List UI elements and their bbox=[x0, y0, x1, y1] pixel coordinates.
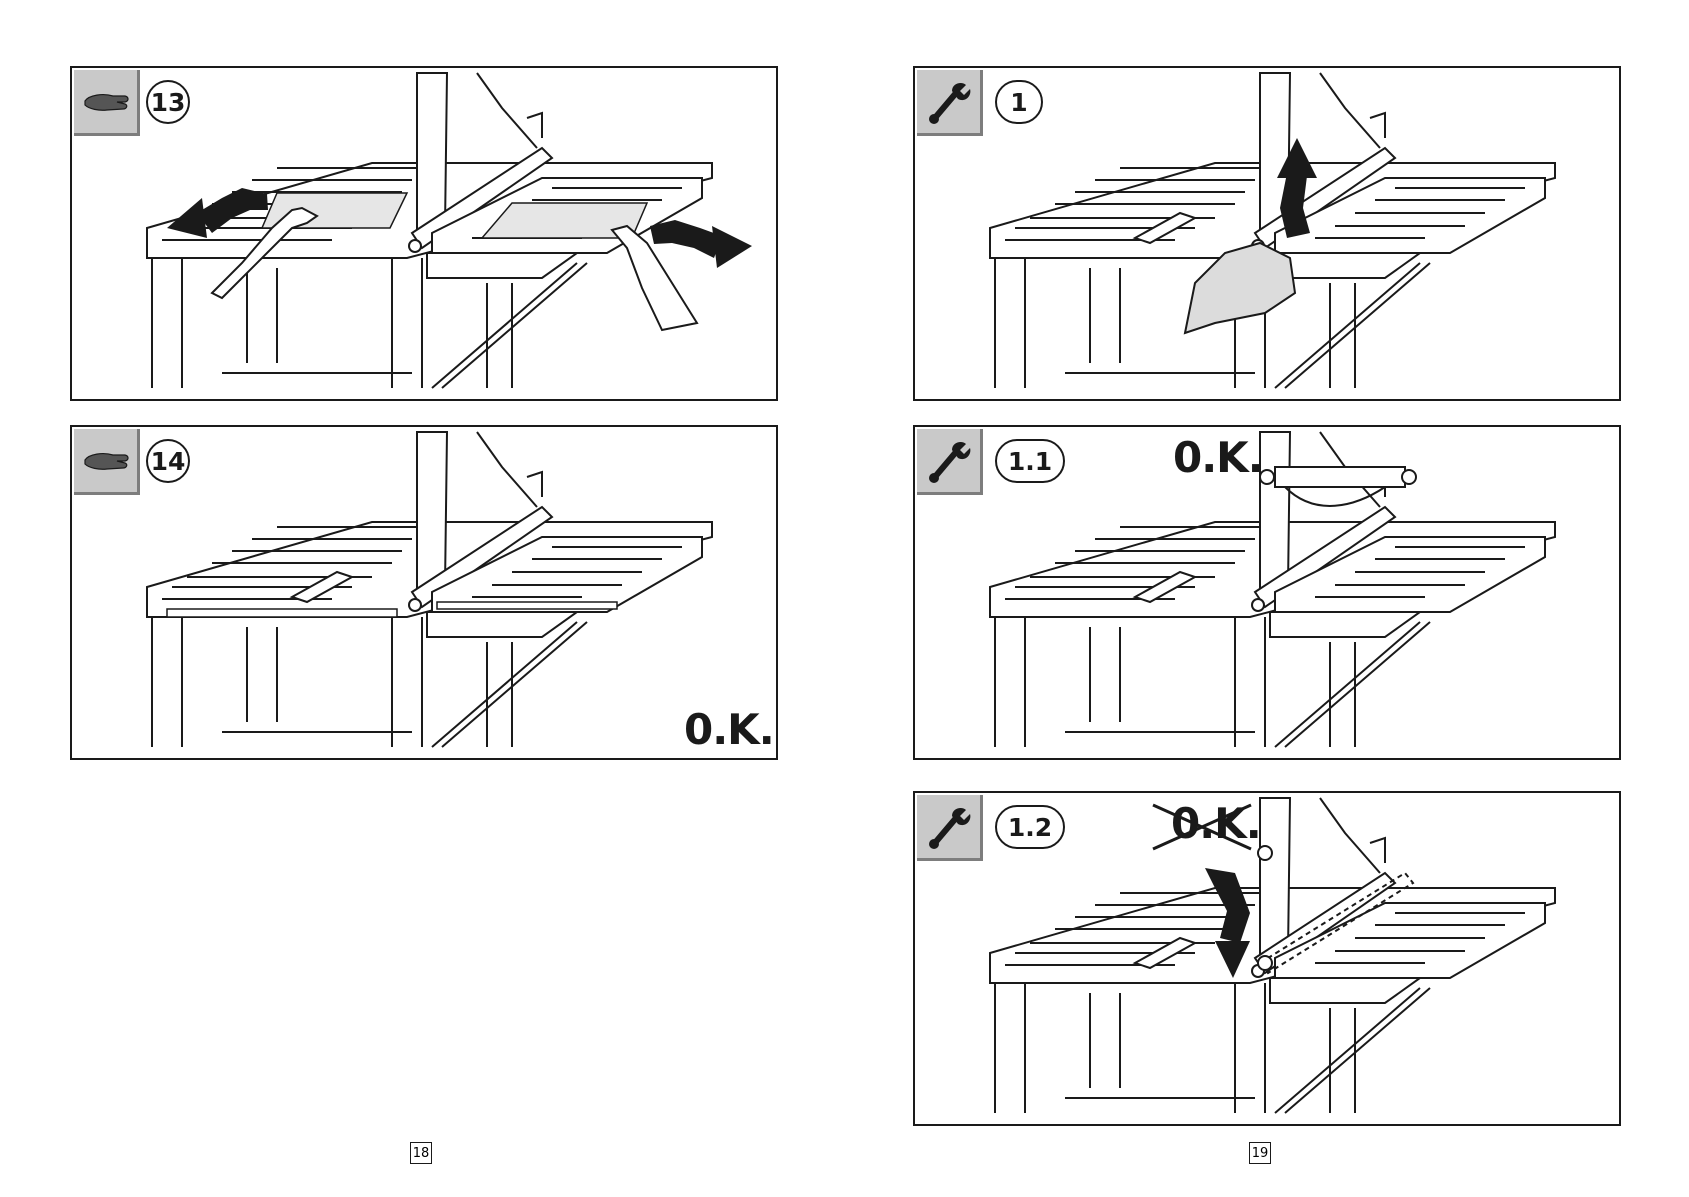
step-1-1-panel: 1.1 0.K. bbox=[913, 425, 1621, 760]
wrench-icon bbox=[917, 70, 983, 136]
cross-out-mark bbox=[1151, 801, 1261, 855]
glove-icon bbox=[74, 429, 140, 495]
step-number: 1.1 bbox=[995, 439, 1065, 483]
step-14-panel: 14 0.K. bbox=[70, 425, 778, 760]
step-number: 1 bbox=[995, 80, 1043, 124]
step-number: 13 bbox=[146, 80, 190, 124]
wrench-icon bbox=[917, 429, 983, 495]
wrench-icon bbox=[917, 795, 983, 861]
step-1-2-panel: 1.2 0.K. bbox=[913, 791, 1621, 1126]
page-number-right: 19 bbox=[1249, 1142, 1271, 1164]
step-number: 14 bbox=[146, 439, 190, 483]
step-1-panel: 1 bbox=[913, 66, 1621, 401]
glove-icon bbox=[74, 70, 140, 136]
step-number: 1.2 bbox=[995, 805, 1065, 849]
step-13-panel: 13 bbox=[70, 66, 778, 401]
ok-label: 0.K. bbox=[684, 705, 774, 754]
page-number-left: 18 bbox=[410, 1142, 432, 1164]
ok-label: 0.K. bbox=[1173, 433, 1263, 482]
